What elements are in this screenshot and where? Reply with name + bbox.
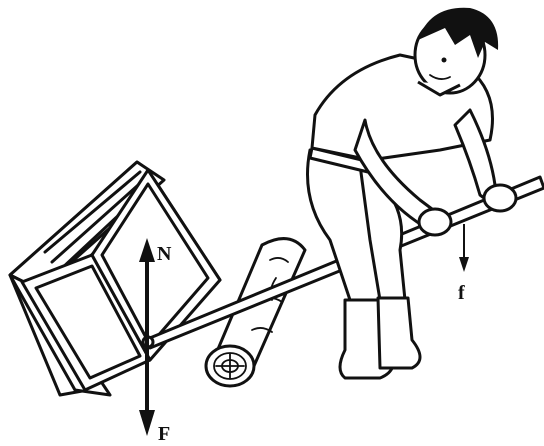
crate [10,162,220,395]
man-right-hand [484,185,516,211]
normal-force-label: N [157,244,171,264]
man [308,8,517,378]
effort-force-label: f [458,283,465,303]
applied-force-arrowhead [139,410,155,436]
effort-force-arrowhead [459,257,469,272]
man-left-hand [419,209,451,235]
applied-force-label: F [158,424,170,444]
man-right-boot [378,298,420,368]
